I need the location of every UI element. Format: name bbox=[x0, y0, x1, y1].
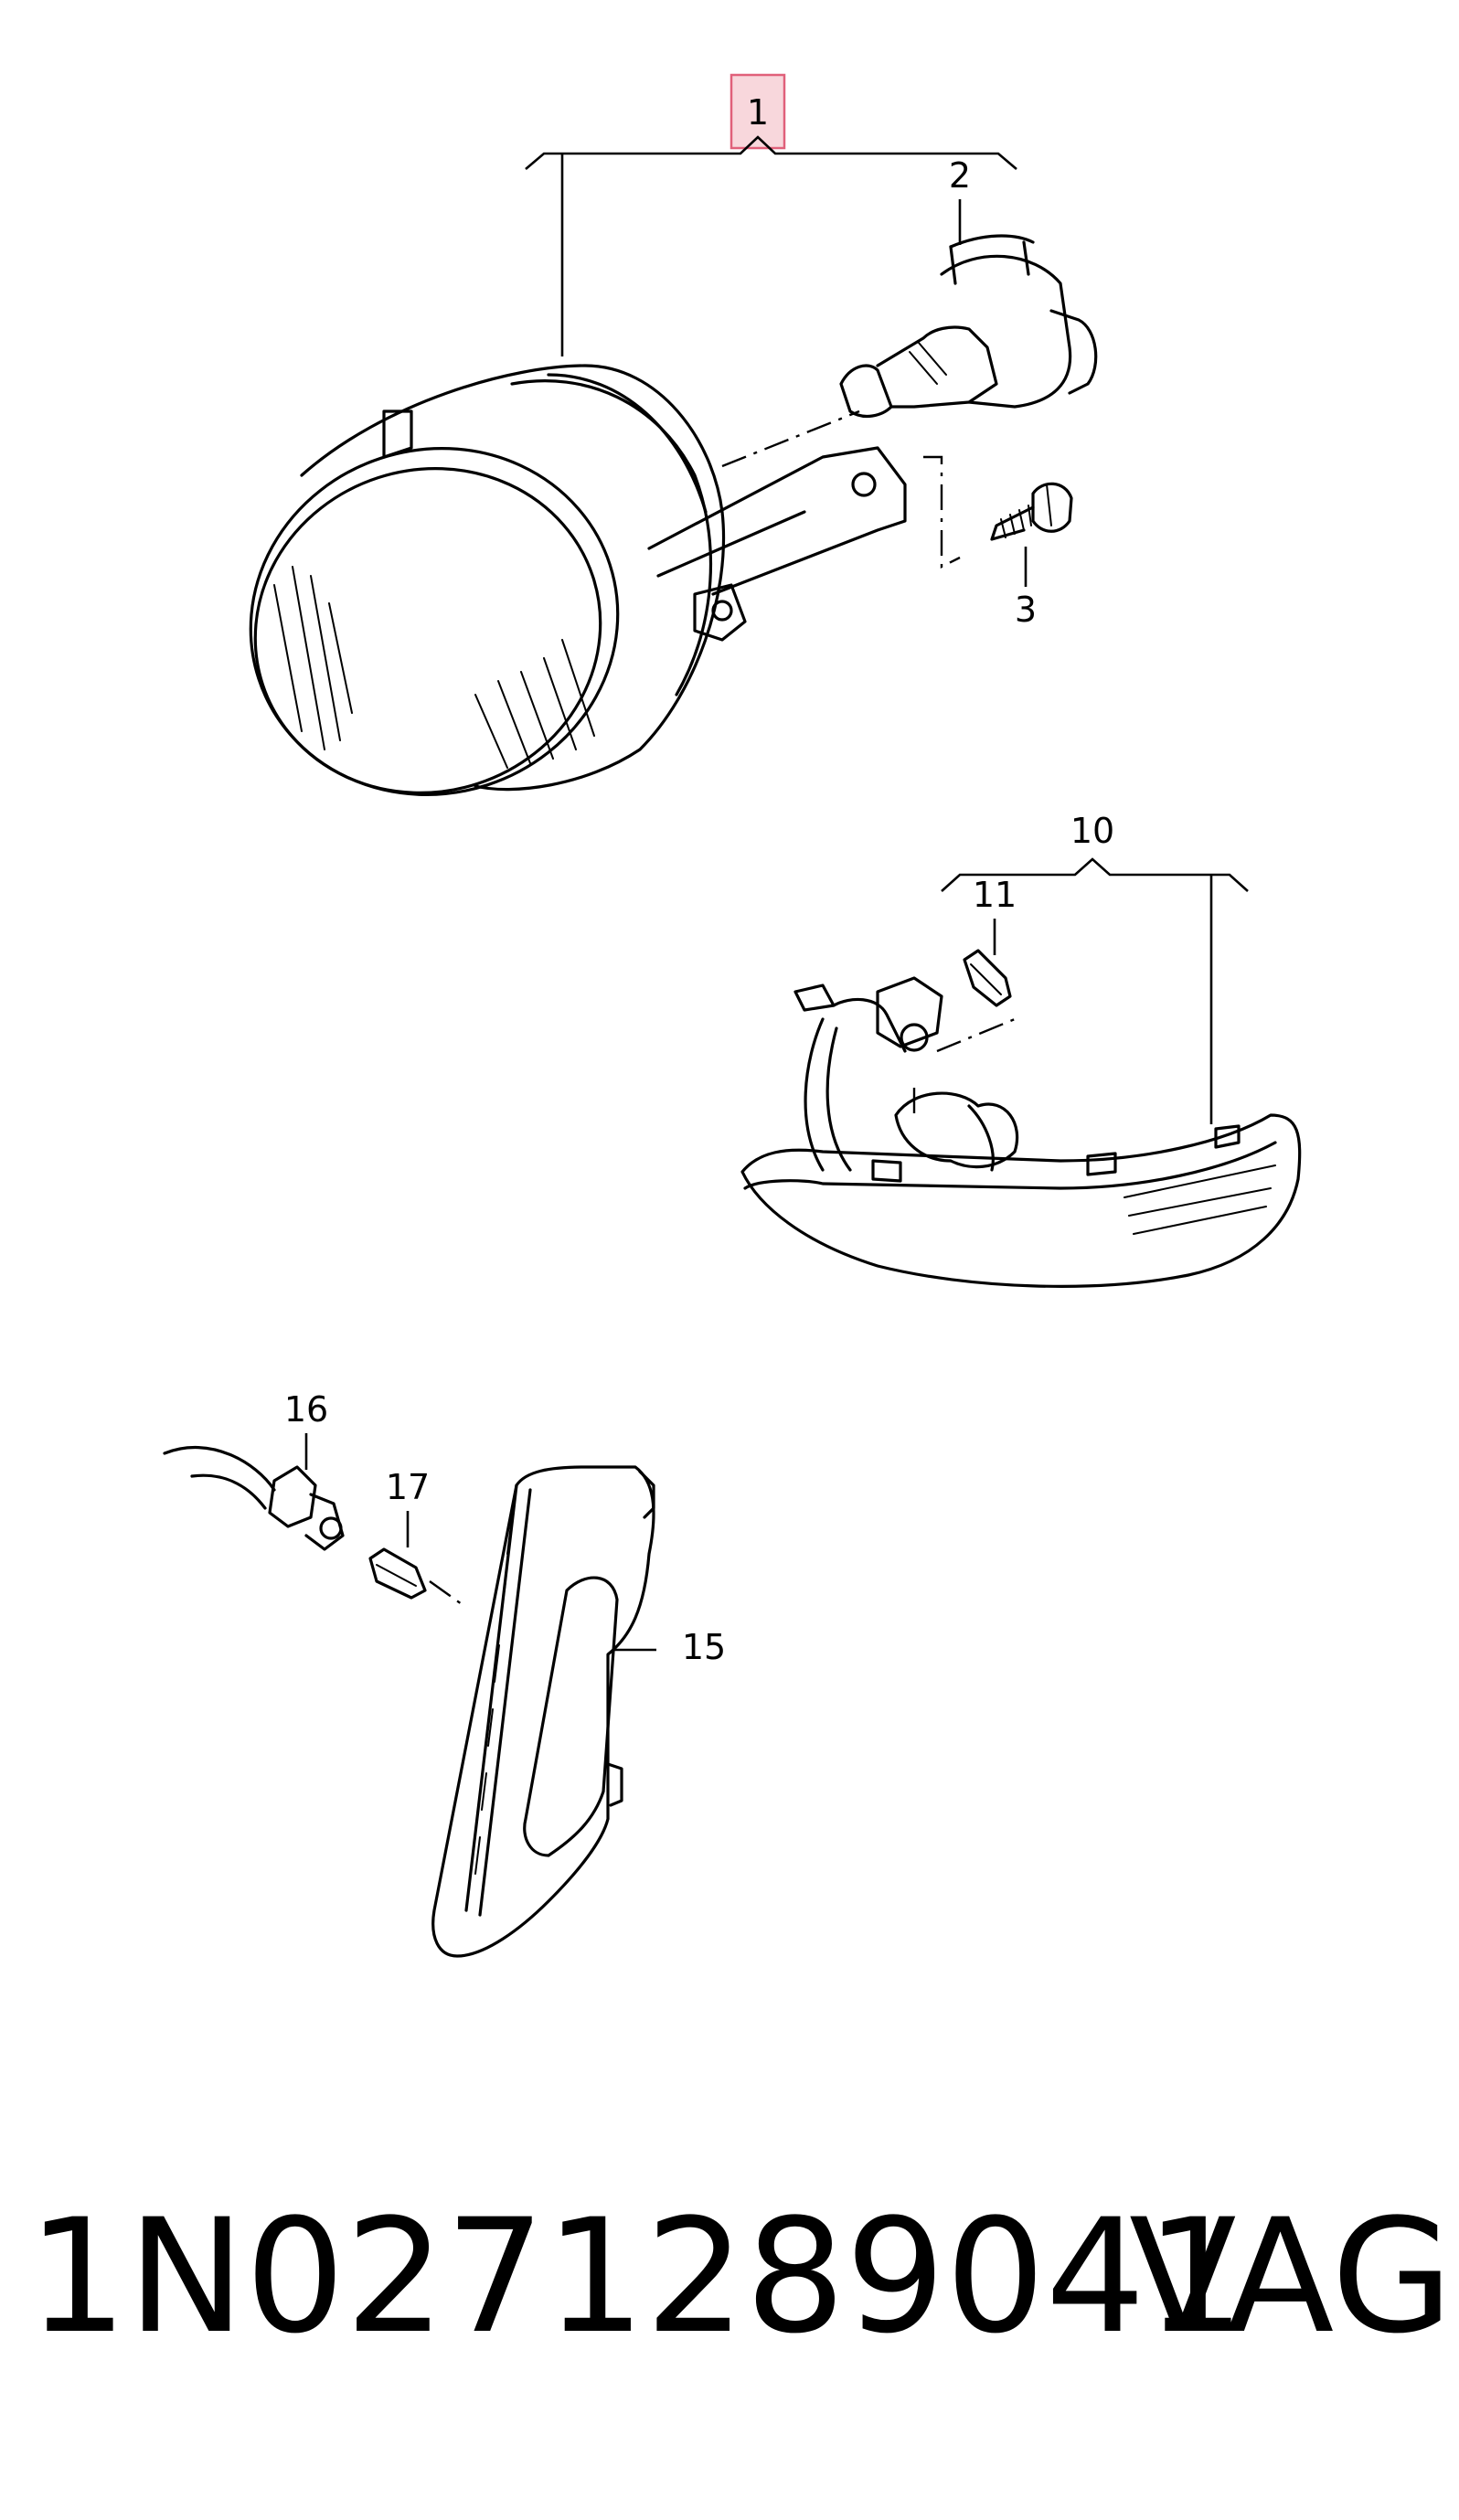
callout-2-label: 2 bbox=[949, 155, 971, 196]
fog-lamp-drawing bbox=[249, 364, 961, 796]
callout-10-bracket bbox=[941, 857, 1249, 892]
callout-1-label: 1 bbox=[747, 92, 769, 133]
screw-part-3 bbox=[990, 482, 1073, 541]
callout-17-label: 17 bbox=[386, 1467, 430, 1507]
callout-10-label: 10 bbox=[1070, 811, 1114, 851]
bulb-part-2 bbox=[839, 234, 1098, 419]
callout-1-bracket bbox=[525, 135, 1017, 170]
side-marker-drawing bbox=[429, 1465, 655, 1958]
callout-3[interactable]: 3 bbox=[1015, 590, 1037, 630]
part-number: 1N0271289041 bbox=[27, 2185, 1245, 2368]
callout-15-label: 15 bbox=[682, 1627, 726, 1667]
bulb-part-17 bbox=[368, 1547, 427, 1600]
side-indicator-drawing bbox=[740, 976, 1302, 1288]
callout-10[interactable]: 10 bbox=[1070, 811, 1114, 851]
callout-16[interactable]: 16 bbox=[284, 1389, 328, 1430]
callout-17[interactable]: 17 bbox=[386, 1467, 430, 1507]
bulb-part-11 bbox=[963, 949, 1012, 1007]
callout-11-label: 11 bbox=[973, 875, 1017, 915]
brand-label: VAG bbox=[1129, 2185, 1454, 2368]
callout-11[interactable]: 11 bbox=[973, 875, 1017, 915]
callout-3-label: 3 bbox=[1015, 590, 1037, 630]
socket-part-16 bbox=[163, 1445, 345, 1551]
callout-2[interactable]: 2 bbox=[949, 155, 971, 196]
callout-15[interactable]: 15 bbox=[682, 1627, 726, 1667]
callout-16-label: 16 bbox=[284, 1389, 328, 1430]
